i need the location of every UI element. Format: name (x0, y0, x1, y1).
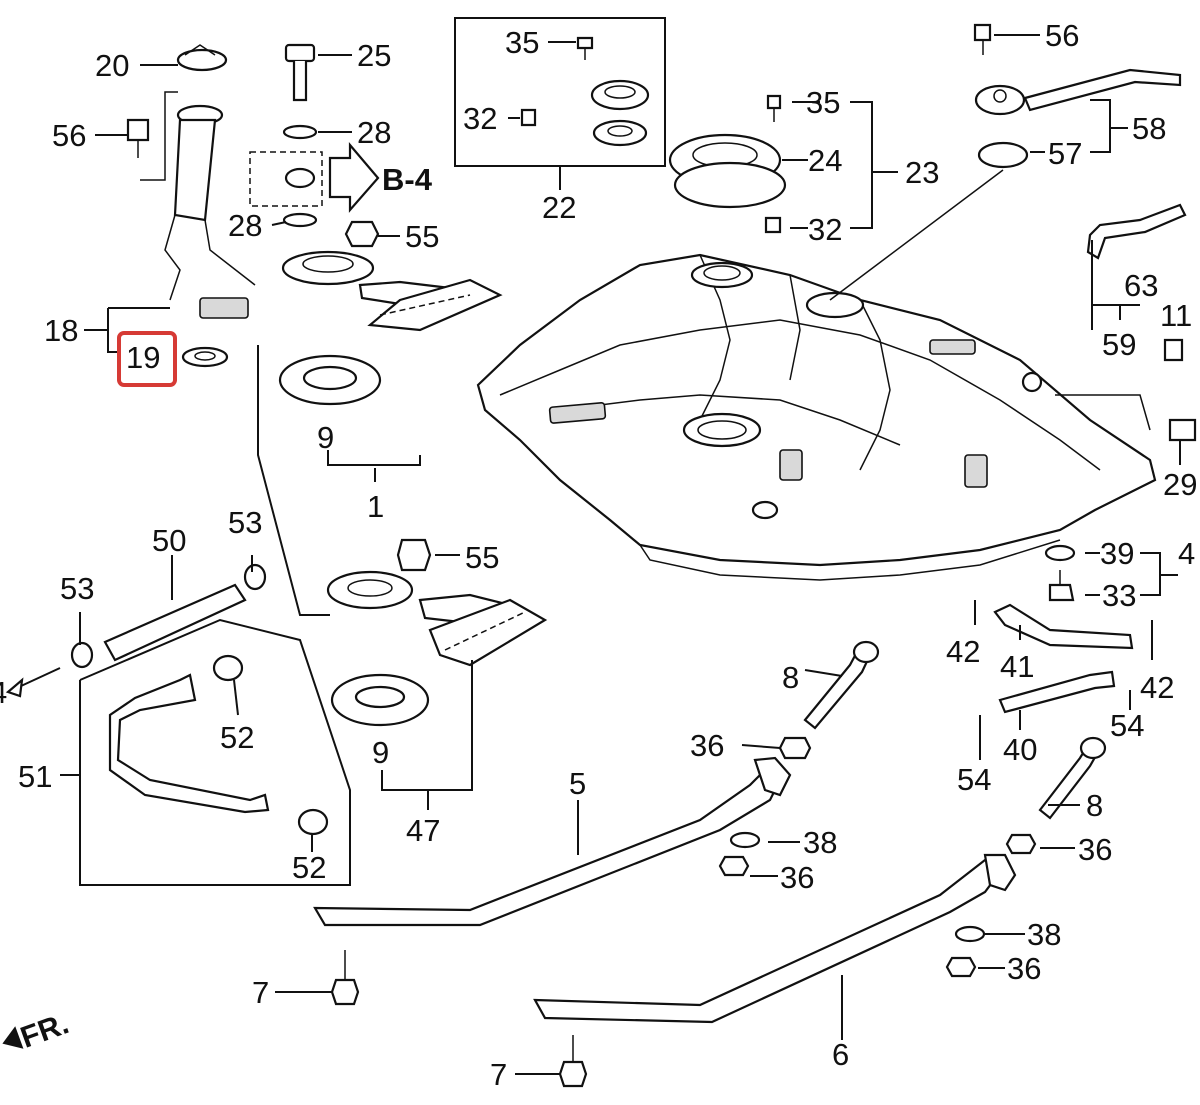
callout-40: 40 (1003, 732, 1037, 767)
callout-4: 4 (1178, 536, 1195, 571)
callout-28: 28 (228, 208, 262, 243)
callout-55: 55 (405, 219, 439, 254)
small-fasteners-upper (282, 43, 380, 248)
callout-18: 18 (44, 313, 78, 348)
callout-35: 35 (505, 25, 539, 60)
callout-42: 42 (946, 634, 980, 669)
callout-50: 50 (152, 523, 186, 558)
fuel-hose-50 (5, 563, 267, 698)
feed-pipe-51 (79, 618, 351, 886)
callout-9: 9 (372, 735, 389, 770)
callout-b4-reference: B-4 (382, 162, 433, 197)
callout-57: 57 (1048, 136, 1082, 171)
callout-20: 20 (95, 48, 129, 83)
tank-strap-5 (313, 756, 792, 927)
callout-41: 41 (1000, 649, 1034, 684)
callout-38: 38 (803, 825, 837, 860)
callout-1: 1 (367, 489, 384, 524)
callout-11: 11 (1160, 298, 1192, 333)
fuel-pump-assembly-lower (257, 345, 548, 727)
front-direction-mark: FR. (2, 1007, 73, 1055)
callout-42: 42 (1140, 670, 1174, 705)
filler-cap-parts-58 (829, 23, 1182, 301)
callout-19-highlighted: 19 (126, 340, 160, 375)
highlight-box-part-19 (117, 331, 177, 387)
leader-lines (60, 34, 1181, 1075)
callout-63: 63 (1124, 268, 1158, 303)
callout-36: 36 (1007, 951, 1041, 986)
fuel-tank (476, 253, 1157, 581)
fuel-pump-cover-23 (668, 94, 787, 234)
front-mark-label: FR. (16, 1007, 73, 1055)
callout-8: 8 (782, 660, 799, 695)
part-callouts: 20 56 25 28 B-4 28 55 35 32 22 35 24 23 … (0, 18, 1197, 1092)
pump-cover-assembly-22 (454, 17, 666, 167)
callout-36: 36 (690, 728, 724, 763)
callout-54: 54 (1110, 708, 1144, 743)
callout-36: 36 (780, 860, 814, 895)
b4-reference-box (249, 142, 380, 213)
callout-53: 53 (60, 571, 94, 606)
callout-9: 9 (317, 420, 334, 455)
callout-22: 22 (542, 190, 576, 225)
callout-55: 55 (465, 540, 499, 575)
fuel-pump-assembly-upper (181, 250, 503, 406)
callout-6: 6 (832, 1037, 849, 1072)
callout-32: 32 (463, 101, 497, 136)
callout-36: 36 (1078, 832, 1112, 867)
callout-7: 7 (490, 1057, 507, 1092)
callout-53: 53 (228, 505, 262, 540)
vent-pipes (803, 603, 1134, 820)
callout-23: 23 (905, 155, 939, 190)
callout-32: 32 (808, 212, 842, 247)
callout-8: 8 (1086, 788, 1103, 823)
callout-4-arrow: 4 (0, 675, 7, 710)
callout-35: 35 (806, 85, 840, 120)
callout-52: 52 (292, 850, 326, 885)
callout-7: 7 (252, 975, 269, 1010)
front-arrow-icon (2, 1026, 24, 1049)
callout-52: 52 (220, 720, 254, 755)
callout-51: 51 (18, 759, 52, 794)
callout-24: 24 (808, 143, 842, 178)
callout-59: 59 (1102, 327, 1136, 362)
callout-39: 39 (1100, 536, 1134, 571)
callout-38: 38 (1027, 917, 1061, 952)
fuel-gauge-sender (126, 44, 256, 319)
callout-54: 54 (957, 762, 991, 797)
nuts-and-washers (718, 544, 1076, 978)
callout-47: 47 (406, 813, 440, 848)
callout-56: 56 (1045, 18, 1079, 53)
callout-33: 33 (1102, 578, 1136, 613)
tank-strap-6 (533, 853, 1017, 1024)
callout-28: 28 (357, 115, 391, 150)
callout-25: 25 (357, 38, 391, 73)
evap-hoses-right (1055, 203, 1197, 442)
callout-56: 56 (52, 118, 86, 153)
callout-58: 58 (1132, 111, 1166, 146)
callout-5: 5 (569, 766, 586, 801)
callout-29: 29 (1163, 467, 1197, 502)
